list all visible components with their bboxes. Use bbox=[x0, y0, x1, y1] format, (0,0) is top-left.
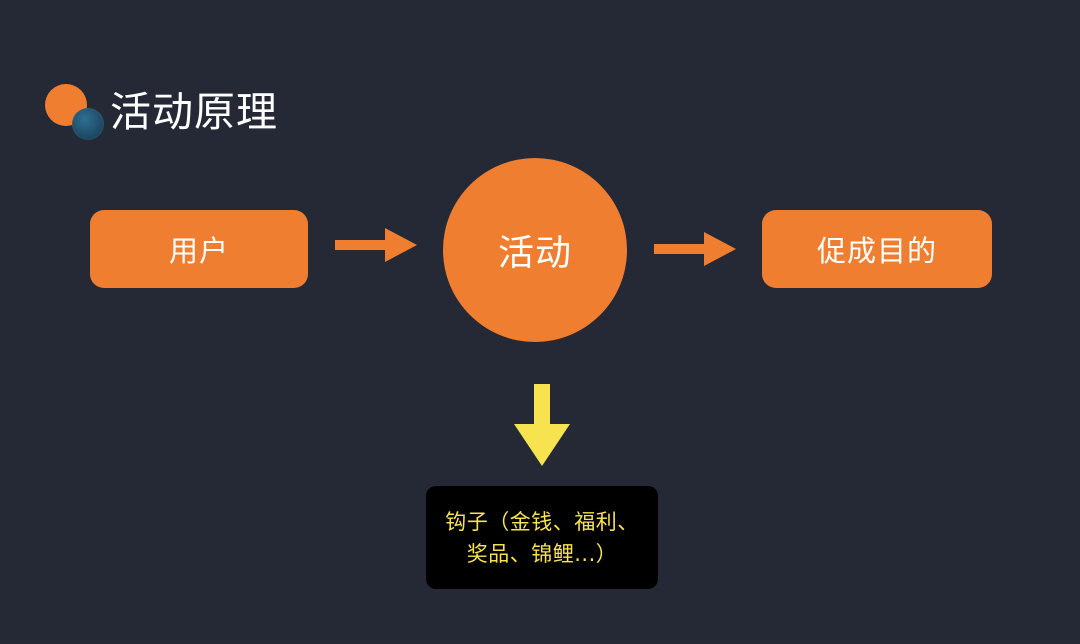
arrow-right-icon bbox=[654, 232, 736, 266]
blue-circle-icon bbox=[72, 108, 104, 140]
hook-text-line-2: 奖品、锦鲤...） bbox=[466, 541, 618, 566]
hook-box: 钩子（金钱、福利、 奖品、锦鲤...） bbox=[426, 486, 658, 589]
arrow-down-icon bbox=[514, 384, 570, 466]
title-logo-icon bbox=[42, 84, 108, 140]
user-box: 用户 bbox=[90, 210, 308, 288]
arrow-right-icon bbox=[335, 228, 417, 262]
activity-circle: 活动 bbox=[443, 158, 627, 342]
page-title: 活动原理 bbox=[110, 88, 278, 136]
hook-text-line-1: 钩子（金钱、福利、 bbox=[445, 509, 639, 534]
goal-box: 促成目的 bbox=[762, 210, 992, 288]
